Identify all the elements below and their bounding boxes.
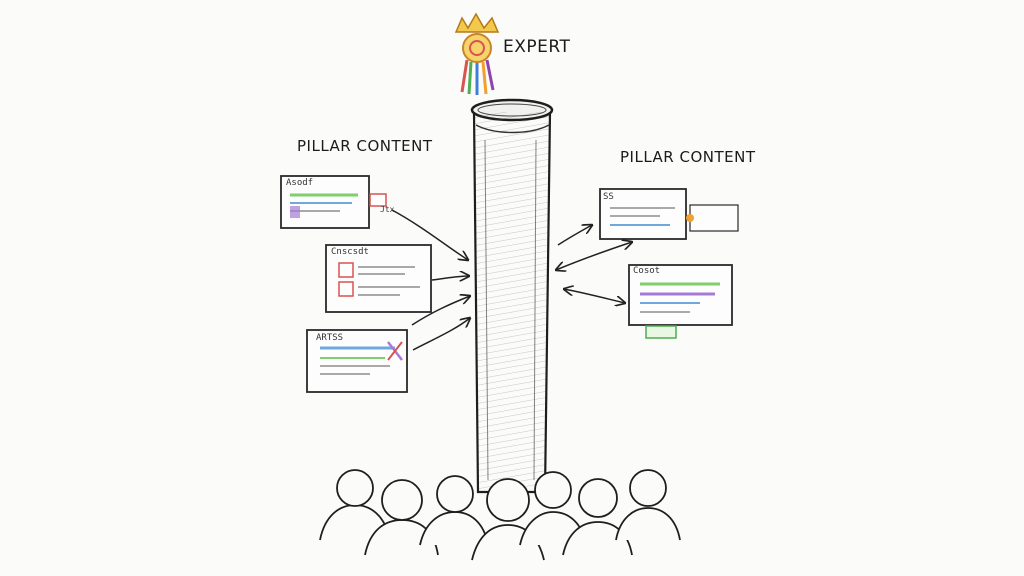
card-title-right-2: Cosot <box>633 266 661 276</box>
content-card-right-2 <box>628 264 733 339</box>
audience-people <box>319 469 681 561</box>
content-card-left-2 <box>325 244 432 313</box>
pillar <box>470 98 554 494</box>
content-card-left-1 <box>280 175 387 229</box>
content-card-right-1 <box>599 188 739 240</box>
expert-label: EXPERT <box>503 37 571 57</box>
content-card-left-3 <box>306 329 408 393</box>
pillar-content-label-right: PILLAR CONTENT <box>620 148 756 166</box>
arrows-right <box>556 225 632 303</box>
card-title-left-2: Cnscsdt <box>331 247 369 257</box>
card-title-left-3: ARTSS <box>316 333 344 343</box>
card-title-right-1: SS <box>603 192 614 202</box>
card-title-left-1: Asodf <box>286 178 314 188</box>
crown-rosette-icon <box>454 12 500 95</box>
arrows-left <box>391 209 470 351</box>
pillar-content-label-left: PILLAR CONTENT <box>297 137 433 155</box>
card-note-left-1: Jtx <box>380 205 395 214</box>
